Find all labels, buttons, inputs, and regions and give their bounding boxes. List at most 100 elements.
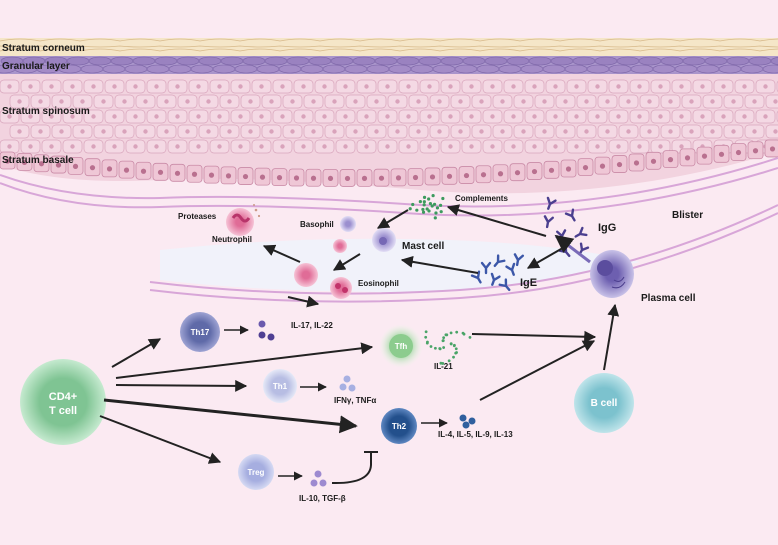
il21-dot [438, 347, 442, 351]
spinosum-nucleus [553, 84, 558, 89]
basale-nucleus [514, 170, 521, 176]
spinosum-cells [0, 79, 778, 154]
spinosum-nucleus [238, 84, 243, 89]
blister-label: Blister [672, 210, 703, 221]
il21-dot [444, 333, 448, 337]
spinosum-nucleus [143, 99, 148, 104]
inhibition-treg-th2 [331, 451, 378, 485]
spinosum-nucleus [500, 99, 505, 104]
spinosum-nucleus [374, 99, 379, 104]
ige-antibodies [470, 253, 525, 292]
spinosum-nucleus [752, 99, 757, 104]
complement-dot [415, 208, 419, 212]
spinosum-nucleus [721, 84, 726, 89]
spinosum-nucleus [322, 84, 327, 89]
granular-cell [220, 56, 244, 66]
spinosum-nucleus [458, 99, 463, 104]
spinosum-nucleus [280, 114, 285, 119]
spinosum-nucleus [217, 84, 222, 89]
spinosum-nucleus [406, 144, 411, 149]
spinosum-nucleus [406, 84, 411, 89]
spinosum-nucleus [700, 114, 705, 119]
spinosum-nucleus [280, 84, 285, 89]
arrow-cd4-treg [99, 415, 222, 464]
granular-cell [498, 64, 522, 74]
granular-cell [462, 56, 486, 66]
spinosum-nucleus [469, 144, 474, 149]
spinosum-nucleus [616, 114, 621, 119]
spinosum-nucleus [28, 84, 33, 89]
spinosum-nucleus [185, 99, 190, 104]
arrow-ige-mastcell [400, 255, 479, 274]
spinosum-nucleus [133, 144, 138, 149]
granular-cell [616, 56, 640, 66]
spinosum-nucleus [689, 129, 694, 134]
igg-antibody [574, 226, 588, 238]
spinosum-nucleus [70, 114, 75, 119]
granular-cell [300, 64, 324, 74]
spinosum-nucleus [647, 129, 652, 134]
spinosum-nucleus [175, 144, 180, 149]
granular-cell [638, 56, 662, 66]
spinosum-nucleus [490, 84, 495, 89]
basale-nucleus [38, 161, 45, 167]
spinosum-nucleus [668, 129, 673, 134]
spinosum-nucleus [227, 99, 232, 104]
complement-dot [439, 210, 443, 214]
spinosum-nucleus [532, 144, 537, 149]
spinosum-nucleus [175, 114, 180, 119]
complement-dot [441, 196, 445, 201]
spinosum-nucleus [70, 144, 75, 149]
il21-dot [454, 347, 458, 351]
il21-dot [442, 336, 446, 340]
spinosum-nucleus [7, 114, 12, 119]
spinosum-nucleus [763, 114, 768, 119]
spinosum-nucleus [259, 84, 264, 89]
spinosum-nucleus [479, 129, 484, 134]
neutrophil [226, 204, 261, 236]
granular-cell [176, 56, 200, 66]
dermis-membrane [149, 204, 778, 303]
il21-dot [449, 331, 453, 335]
spinosum-nucleus [679, 114, 684, 119]
basale-nucleus [769, 146, 776, 152]
il17-dots [258, 320, 275, 341]
stratum-corneum-label: Stratum corneum [2, 43, 85, 54]
spinosum-nucleus [112, 114, 117, 119]
complement-dot [438, 203, 443, 207]
complement-dot [434, 211, 438, 215]
spinosum-nucleus [290, 129, 295, 134]
spinosum-nucleus [763, 84, 768, 89]
spinosum-nucleus [679, 84, 684, 89]
spinosum-nucleus [574, 84, 579, 89]
spinosum-nucleus [553, 114, 558, 119]
complement-dot [418, 200, 422, 204]
basale-nucleus [276, 175, 283, 181]
il21-dot [429, 345, 433, 348]
spinosum-nucleus [154, 84, 159, 89]
spinosum-nucleus [49, 144, 54, 149]
ige-antibody [470, 270, 482, 284]
spinosum-nucleus [301, 84, 306, 89]
th1-label: Th1 [273, 382, 288, 391]
ige-antibody [513, 253, 525, 267]
granular-cell [704, 56, 728, 66]
granular-layer-label: Granular layer [2, 61, 70, 72]
ige-label: IgE [520, 277, 537, 289]
spinosum-nucleus [49, 114, 54, 119]
complement-dot [432, 202, 437, 206]
spinosum-nucleus [196, 114, 201, 119]
granular-cells [0, 56, 778, 74]
spinosum-nucleus [311, 99, 316, 104]
spinosum-nucleus [584, 129, 589, 134]
basale-cells [0, 139, 778, 187]
granular-cell [66, 56, 90, 66]
il21-dots [424, 330, 472, 365]
spinosum-nucleus [511, 114, 516, 119]
basale-nucleus [701, 153, 708, 159]
granular-cell [410, 64, 434, 74]
complement-dot [427, 209, 431, 213]
spinosum-nucleus [112, 144, 117, 149]
basale-nucleus [157, 169, 164, 175]
stratum-basale-label: Stratum basale [2, 155, 74, 166]
